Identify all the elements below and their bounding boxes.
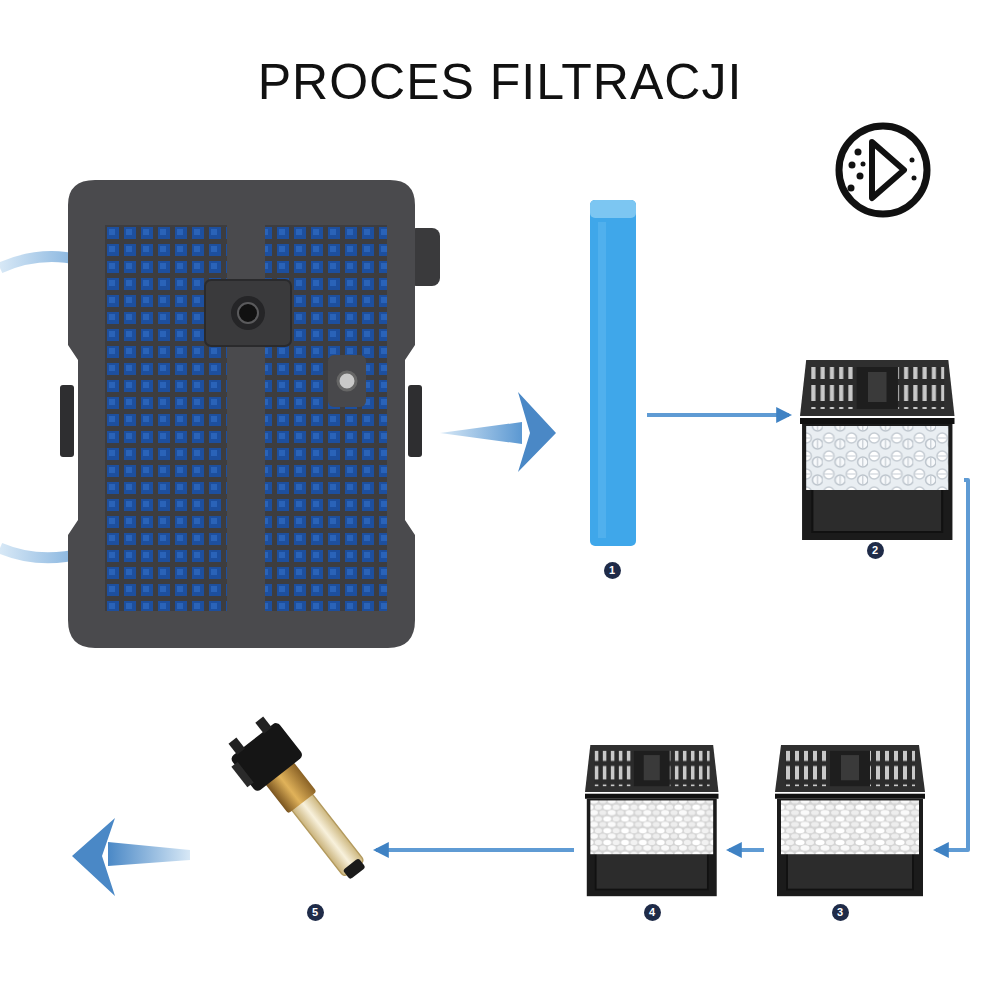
flow-connector [647,413,789,417]
flow-connector [936,480,968,850]
uv-lamp [219,712,381,895]
stage-item: 1 [585,195,641,580]
flow-connector [376,848,574,852]
flow-connector [729,848,764,852]
title: PROCES FILTRACJI [0,52,1000,112]
callout-number: 4 [644,904,661,921]
flow-arrow [440,392,556,472]
sponge [590,200,636,546]
stage-item: 3 [770,740,930,922]
media-box [585,745,719,896]
callout-number: 1 [604,562,621,579]
stage-item: 4 [580,740,723,922]
stage-item: 5 [210,720,370,922]
filter-icon [839,126,927,214]
media-box [800,360,955,540]
callout-number: 2 [867,542,884,559]
callout-number: 3 [832,904,849,921]
media-box [775,745,925,896]
stage-item: 2 [795,355,960,560]
outflow-arrow [72,818,190,896]
callout-number: 5 [307,904,324,921]
filter-housing [60,180,440,648]
